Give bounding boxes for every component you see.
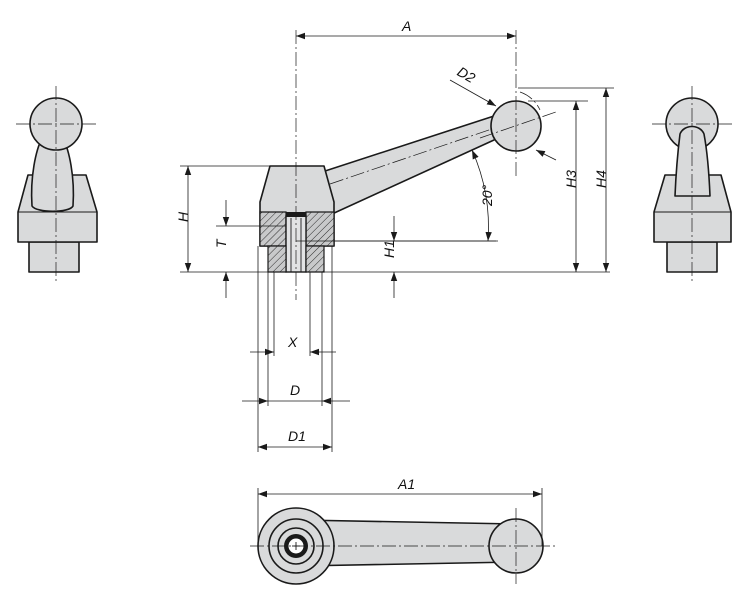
dimensions-front: A D2 H T H1 20° H3 H4 [175,18,614,452]
angle-label: 20° [479,184,495,207]
lever-arm [318,115,500,215]
left-view-base [28,241,80,273]
dim-D1-label: D1 [288,428,306,444]
ball-arc [519,91,541,111]
dim-H-label: H [175,211,191,222]
dim-D2-leader-2 [535,149,557,161]
left-view-lever [30,137,75,213]
dim-A-label: A [401,18,411,34]
insert-right [305,245,325,273]
angle-arc [471,149,492,242]
dim-H1-label: H1 [381,240,397,258]
insert-left [267,245,287,273]
hub-section-left [259,211,287,247]
dim-T-label: T [213,238,229,248]
dim-D2-label: D2 [455,63,479,86]
ball-centerline-tilt [479,111,557,139]
dim-A1-label: A1 [397,476,415,492]
dim-H4-label: H4 [593,170,609,188]
dim-D-label: D [290,382,300,398]
front-view [259,30,557,300]
top-view: A1 [250,476,556,585]
dim-H3-label: H3 [563,170,579,188]
dim-D2-leader [449,79,497,107]
right-side-view [652,86,734,282]
left-side-view [16,86,98,282]
dim-X-label: X [287,334,298,350]
right-view-lever [674,125,711,197]
